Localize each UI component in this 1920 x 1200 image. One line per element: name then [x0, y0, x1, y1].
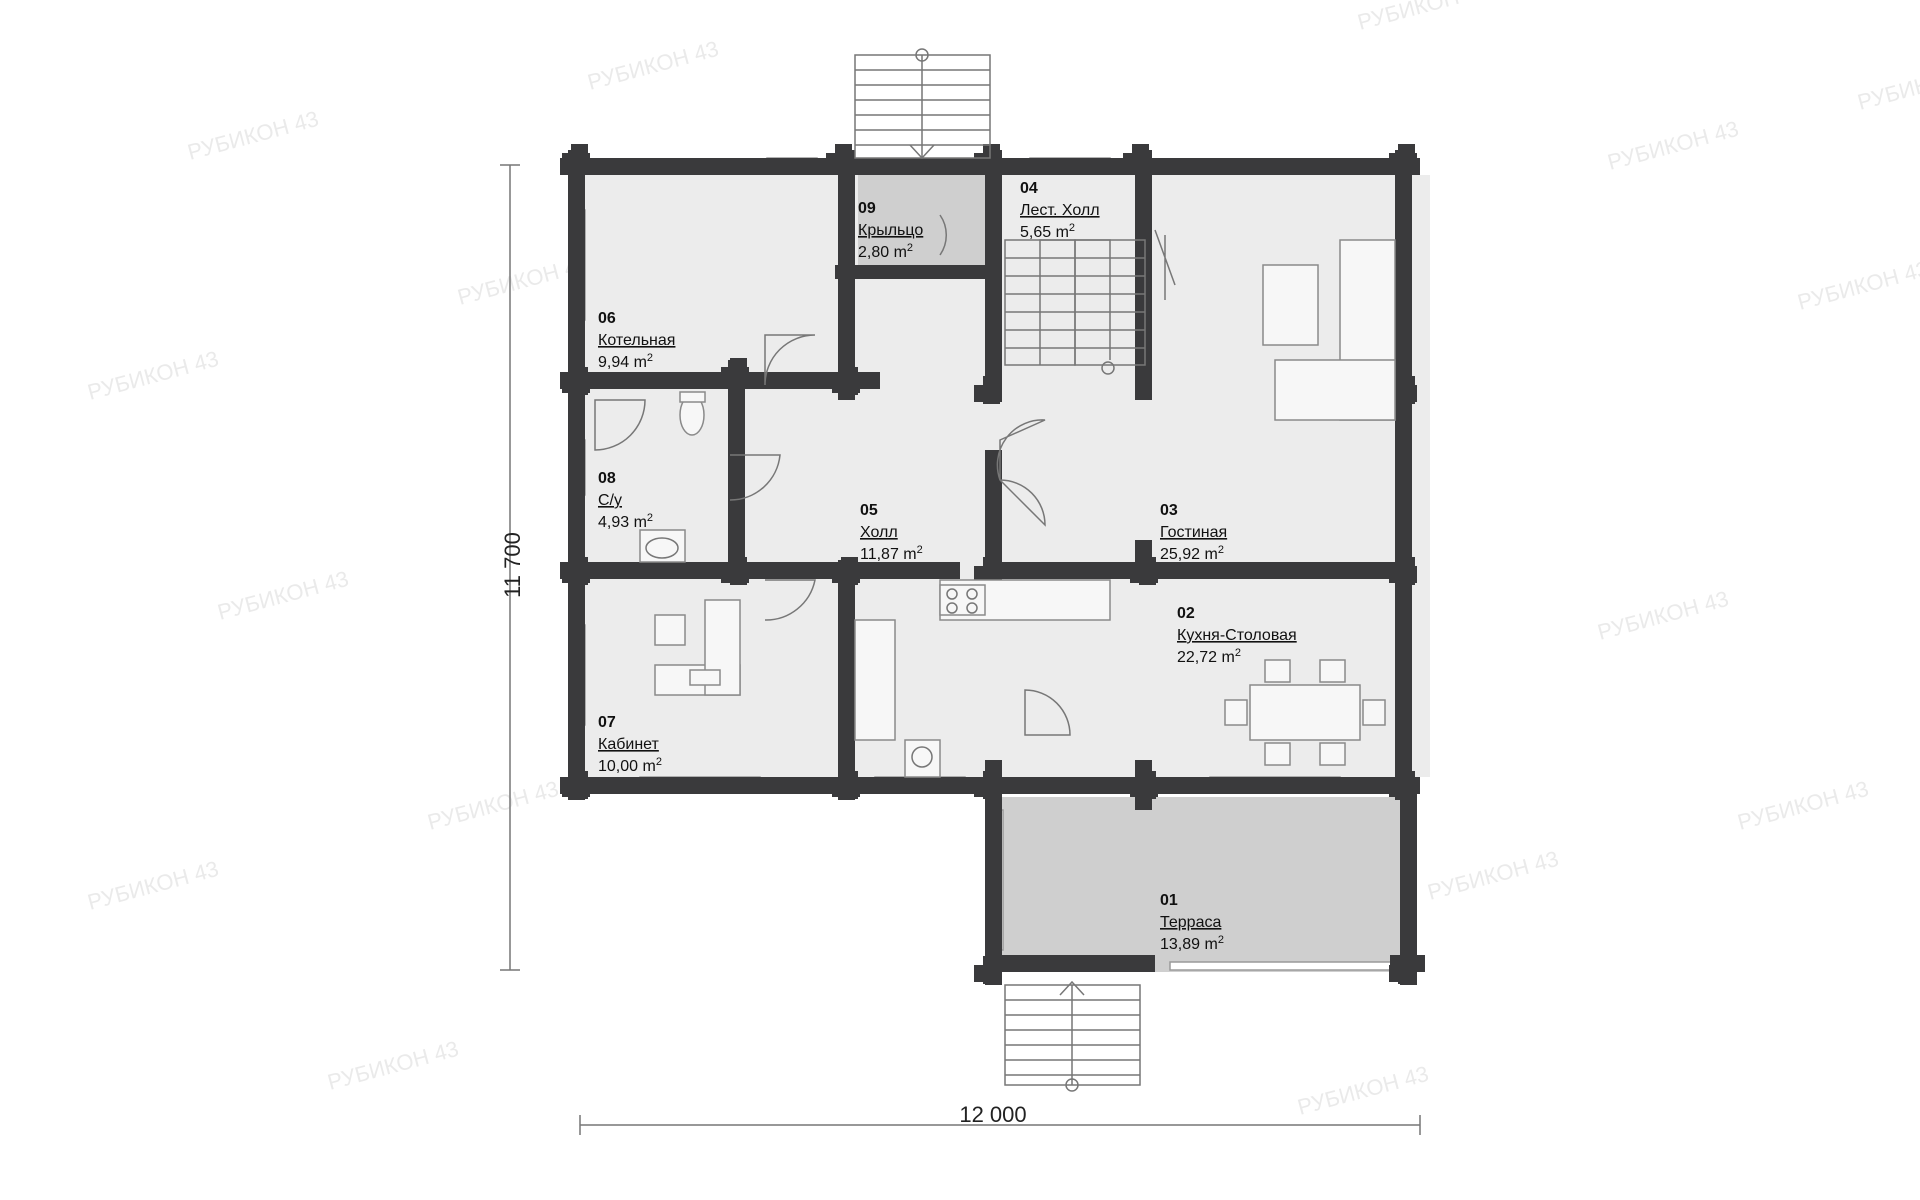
room-number: 01 [1160, 892, 1178, 909]
room-name: Гостиная [1160, 524, 1227, 541]
area-exponent: 2 [1235, 647, 1241, 659]
walls [560, 150, 1425, 985]
room-area: 4,93 m2 [598, 512, 653, 531]
watermark-text: РУБИКОН 43 [85, 856, 221, 915]
room-name: С/у [598, 492, 622, 509]
area-exponent: 2 [656, 756, 662, 768]
terrace-steps [1004, 980, 1141, 1092]
office-chair [654, 614, 686, 646]
watermark-text: РУБИКОН 43 [1295, 1061, 1431, 1120]
wall-west [568, 150, 585, 800]
watermark-text: РУБИКОН 43 [1735, 776, 1871, 835]
room-number: 07 [598, 714, 616, 731]
dimension-height: 11 700 [500, 532, 525, 598]
room-area: 25,92 m2 [1160, 544, 1224, 563]
room-name: Холл [860, 524, 898, 541]
area-exponent: 2 [647, 512, 653, 524]
room-number: 04 [1020, 180, 1038, 197]
area-exponent: 2 [1218, 544, 1224, 556]
doors [729, 214, 1071, 736]
dimension-width: 12 000 [959, 1102, 1026, 1127]
room-number: 08 [598, 470, 616, 487]
watermark-text: РУБИКОН 43 [1355, 0, 1491, 35]
room-name: Кабинет [598, 736, 660, 753]
room-number: 02 [1177, 605, 1195, 622]
room-number: 03 [1160, 502, 1178, 519]
room-area: 11,87 m2 [860, 544, 923, 563]
room-name: Терраса [1160, 914, 1221, 931]
watermark-text: РУБИКОН 43 [1595, 586, 1731, 645]
room-number: 06 [598, 310, 616, 327]
room-name: Лест. Холл [1020, 202, 1100, 219]
watermark-text: РУБИКОН 43 [325, 1036, 461, 1095]
watermark-text: РУБИКОН 43 [1425, 846, 1561, 905]
area-exponent: 2 [907, 242, 913, 254]
room-area: 22,72 m2 [1177, 647, 1241, 666]
area-exponent: 2 [1069, 222, 1075, 234]
dimension-lines: 11 700 12 000 [500, 164, 1421, 1135]
room-label: 08С/у 4,93 m2 [598, 470, 653, 531]
area-exponent: 2 [1218, 934, 1224, 946]
watermark-text: РУБИКОН 43 [1855, 56, 1920, 115]
front-steps [854, 48, 991, 160]
watermark-text: РУБИКОН 43 [425, 776, 561, 835]
furniture [594, 229, 1396, 778]
room-area: 13,89 m2 [1160, 934, 1224, 953]
watermark-text: РУБИКОН 43 [215, 566, 351, 625]
log-ends [562, 144, 1417, 984]
watermark-text: РУБИКОН 43 [585, 36, 721, 95]
area-exponent: 2 [917, 544, 923, 556]
dining-table [1249, 684, 1361, 741]
room-name: Кухня-Столовая [1177, 627, 1297, 644]
watermark-text: РУБИКОН 43 [1605, 116, 1741, 175]
area-exponent: 2 [647, 352, 653, 364]
room-area: 5,65 m2 [1020, 222, 1075, 241]
wall-east [1395, 150, 1412, 800]
shower [594, 399, 646, 451]
terrace-floor [995, 797, 1415, 972]
room-number: 09 [858, 200, 876, 217]
staircase [1004, 239, 1146, 375]
coffee-table [1262, 264, 1319, 346]
room-name: Крыльцо [858, 222, 923, 239]
room-area: 10,00 m2 [598, 756, 662, 775]
room-area: 9,94 m2 [598, 352, 653, 371]
room-area: 2,80 m2 [858, 242, 913, 261]
watermark-text: РУБИКОН 43 [185, 106, 321, 165]
porch-floor [858, 175, 986, 275]
room-name: Котельная [598, 332, 675, 349]
room-number: 05 [860, 502, 878, 519]
watermark-text: РУБИКОН 43 [85, 346, 221, 405]
watermark-text: РУБИКОН 43 [1795, 256, 1920, 315]
